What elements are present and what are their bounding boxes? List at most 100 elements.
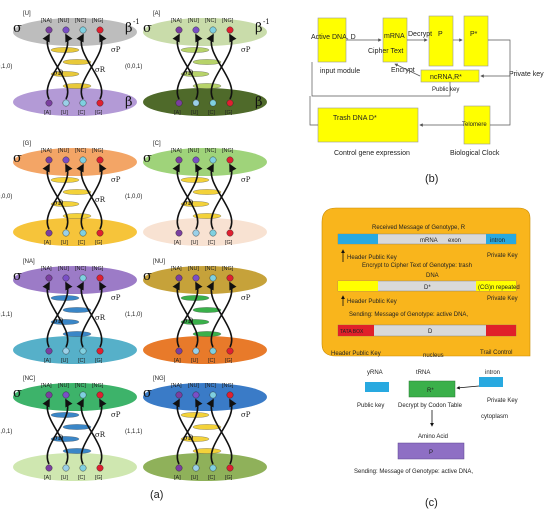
protein-label: P (429, 450, 433, 456)
trail-control-label: Trail Control (480, 350, 512, 356)
top-node (192, 26, 200, 34)
beta-inv-symbol: β (125, 21, 133, 36)
top-node-label: [NA] (41, 383, 52, 389)
top-node (226, 26, 234, 34)
sigma-p-label: σP (111, 176, 121, 184)
bottom-node (96, 464, 104, 472)
cg-block (476, 281, 516, 291)
top-node-label: [NG] (92, 18, 104, 24)
strand-arrow (172, 33, 199, 100)
top-node-label: [NG] (222, 148, 234, 154)
rung (192, 59, 222, 65)
bottom-node-label: [A] (174, 240, 181, 246)
sigma-diagram-6: [NC](1,0,1)σ[NA][A][NU][U][NC][C][NG][G]… (0, 376, 137, 481)
bottom-node-label: [G] (95, 240, 103, 246)
top-node (79, 391, 87, 399)
decrypt-label: Decrypt (408, 31, 432, 38)
diagram-tag: [G] (23, 141, 31, 147)
sigma-r-label: σR (95, 314, 106, 322)
top-node-label: [NU] (188, 266, 199, 272)
bottom-node-label: [A] (44, 358, 51, 364)
rung (180, 319, 210, 325)
rung (192, 213, 222, 219)
top-node-label: [NA] (171, 383, 182, 389)
sigma-symbol: σ (13, 151, 22, 166)
bottom-node-label: [U] (191, 240, 199, 246)
top-node (79, 156, 87, 164)
rung (192, 448, 222, 454)
top-node (226, 274, 234, 282)
tata-block (338, 325, 374, 336)
bottom-node (192, 229, 200, 237)
sigma-diagram-2: [G](0,0,0)σ[NA][A][NU][U][NC][C][NG][G]σ… (0, 141, 137, 246)
bottom-node (45, 347, 53, 355)
active-dna-label: Active DNA, D (311, 34, 356, 41)
rung (50, 319, 80, 325)
panel-b: Active DNA, D input module mRNA Cipher T… (309, 15, 544, 157)
r-star-label: R* (427, 388, 434, 394)
bottom-ellipse (143, 336, 267, 364)
top-node-label: [NU] (58, 266, 69, 272)
top-node-label: [NC] (75, 148, 86, 154)
top-node-label: [NU] (188, 18, 199, 24)
diagram-tag: [NU] (153, 259, 165, 265)
diagram-code: (1,1,0) (125, 312, 142, 318)
top-node (209, 156, 217, 164)
bottom-ellipse (143, 218, 267, 246)
top-node (79, 26, 87, 34)
bottom-node (62, 464, 70, 472)
bottom-node-label: [G] (95, 110, 103, 116)
sigma-p-label: σP (111, 46, 121, 54)
intron-block (486, 234, 516, 244)
top-node-label: [NA] (171, 148, 182, 154)
diagram-code: (1,1,1) (125, 429, 142, 435)
rung (180, 201, 210, 207)
header-pk-3: Header Public Key (331, 351, 381, 357)
sigma-d-label: σD (53, 69, 64, 77)
mrna-strip-label: mRNA (420, 238, 438, 244)
top-node-label: [NU] (58, 18, 69, 24)
bottom-ellipse (13, 336, 137, 364)
bottom-node-label: [G] (95, 358, 103, 364)
bottom-node-label: [A] (44, 240, 51, 246)
encrypt-label: Encrypt (391, 67, 415, 74)
bottom-node (192, 99, 200, 107)
p-label: P (438, 31, 443, 38)
bottom-node (209, 99, 217, 107)
sigma-p-label: σP (111, 411, 121, 419)
diagram-tag: [A] (153, 11, 161, 17)
top-node-label: [NG] (92, 148, 104, 154)
p-star-label: P* (470, 31, 478, 38)
strand-arrow (42, 163, 69, 230)
exon-left-block (338, 234, 378, 244)
bottom-node (45, 229, 53, 237)
bottom-node (209, 347, 217, 355)
cytoplasm-label: cytoplasm (481, 414, 508, 420)
control-gene-label: Control gene expression (334, 150, 410, 157)
top-node-label: [NG] (222, 266, 234, 272)
rung (62, 213, 92, 219)
arrow-feedback (311, 62, 451, 97)
bottom-node (175, 229, 183, 237)
diagram-code: (1,0,0) (125, 194, 142, 200)
telomere-label: Telomere (462, 122, 487, 128)
trash-dna-label: Trash DNA D* (333, 115, 377, 122)
bottom-node (45, 99, 53, 107)
top-node (192, 274, 200, 282)
bottom-node-label: [C] (78, 358, 86, 364)
bottom-ellipse (143, 88, 267, 116)
bottom-node-label: [U] (61, 240, 69, 246)
sigma-diagram-4: [NA](0,1,1)σ[NA][A][NU][U][NC][C][NG][G]… (0, 259, 137, 364)
top-node (45, 274, 53, 282)
sigma-symbol: σ (143, 21, 152, 36)
top-node (209, 26, 217, 34)
intron-block-2 (479, 377, 503, 387)
bottom-node-label: [U] (191, 475, 199, 481)
strand-arrow (206, 33, 233, 100)
top-node-label: [NG] (222, 383, 234, 389)
mrna-box (382, 17, 408, 63)
top-node-label: [NU] (58, 148, 69, 154)
sigma-d-label: σD (183, 434, 194, 442)
top-node (192, 391, 200, 399)
panel-a-caption: (a) (150, 489, 163, 501)
